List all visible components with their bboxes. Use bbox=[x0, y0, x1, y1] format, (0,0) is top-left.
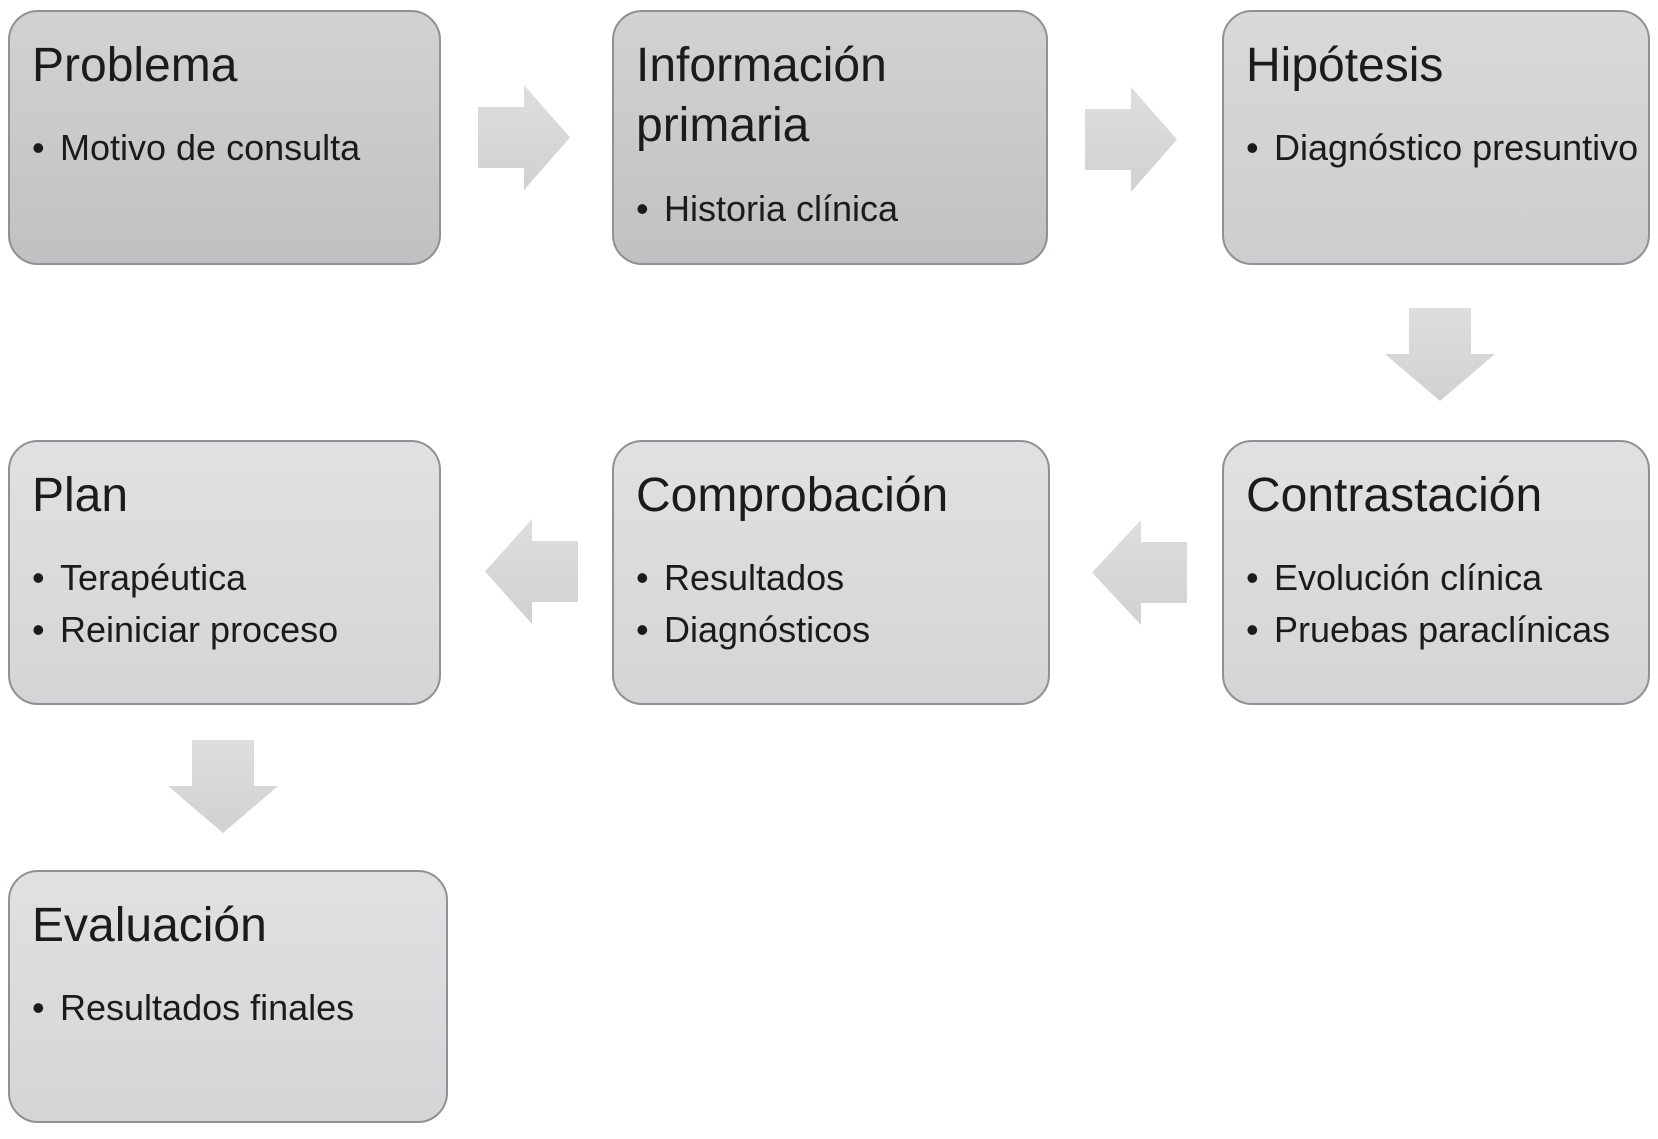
box-evaluacion: Evaluación Resultados finales bbox=[8, 870, 448, 1123]
bullet-list: Motivo de consulta bbox=[32, 122, 431, 173]
box-title: Hipótesis bbox=[1246, 39, 1444, 92]
arrow-down-icon bbox=[168, 740, 278, 833]
bullet-item: Pruebas paraclínicas bbox=[1246, 604, 1640, 655]
bullet-list: Resultados Diagnósticos bbox=[636, 552, 1040, 654]
box-title: Información primaria bbox=[636, 39, 887, 153]
bullet-item: Diagnóstico presuntivo bbox=[1246, 122, 1640, 173]
box-comprobacion: Comprobación Resultados Diagnósticos bbox=[612, 440, 1050, 705]
box-title: Evaluación bbox=[32, 899, 267, 952]
bullet-item: Motivo de consulta bbox=[32, 122, 431, 173]
arrow-right-icon bbox=[478, 85, 570, 190]
bullet-list: Diagnóstico presuntivo bbox=[1246, 122, 1640, 173]
bullet-item: Resultados bbox=[636, 552, 1040, 603]
box-title: Comprobación bbox=[636, 469, 949, 522]
bullet-item: Historia clínica bbox=[636, 183, 1038, 234]
arrow-right-icon bbox=[1085, 87, 1177, 192]
bullet-item: Resultados finales bbox=[32, 982, 438, 1033]
bullet-list: Historia clínica bbox=[636, 183, 1038, 234]
box-contrastacion: Contrastación Evolución clínica Pruebas … bbox=[1222, 440, 1650, 705]
box-problema: Problema Motivo de consulta bbox=[8, 10, 441, 265]
box-plan: Plan Terapéutica Reiniciar proceso bbox=[8, 440, 441, 705]
bullet-list: Resultados finales bbox=[32, 982, 438, 1033]
box-hipotesis: Hipótesis Diagnóstico presuntivo bbox=[1222, 10, 1650, 265]
bullet-list: Terapéutica Reiniciar proceso bbox=[32, 552, 431, 654]
arrow-left-icon bbox=[1092, 520, 1187, 625]
arrow-left-icon bbox=[485, 519, 578, 624]
arrow-down-icon bbox=[1385, 308, 1495, 401]
bullet-item: Diagnósticos bbox=[636, 604, 1040, 655]
box-title: Plan bbox=[32, 469, 129, 522]
bullet-item: Terapéutica bbox=[32, 552, 431, 603]
bullet-item: Reiniciar proceso bbox=[32, 604, 431, 655]
bullet-list: Evolución clínica Pruebas paraclínicas bbox=[1246, 552, 1640, 654]
box-title: Problema bbox=[32, 39, 238, 92]
bullet-item: Evolución clínica bbox=[1246, 552, 1640, 603]
box-title: Contrastación bbox=[1246, 469, 1543, 522]
box-informacion-primaria: Información primaria Historia clínica bbox=[612, 10, 1048, 265]
